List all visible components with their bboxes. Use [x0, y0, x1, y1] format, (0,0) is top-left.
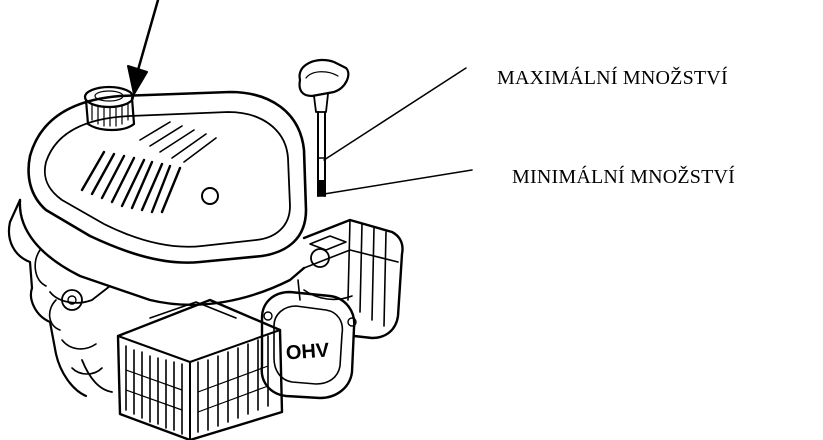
- label-maximum-level: MAXIMÁLNÍ MNOŽSTVÍ: [497, 67, 728, 89]
- dipstick: [298, 58, 350, 197]
- engine-shroud: [18, 90, 308, 306]
- leader-line-min: [323, 169, 473, 195]
- muffler: [116, 298, 284, 440]
- filler-cap-arrow: [127, 0, 160, 95]
- engine-right-body: [297, 218, 404, 340]
- oil-filler-cap: [83, 85, 136, 132]
- label-minimum-level: MINIMÁLNÍ MNOŽSTVÍ: [512, 166, 736, 188]
- leader-line-max: [323, 67, 467, 161]
- engine-left-body: [7, 198, 113, 398]
- ohv-badge: OHV: [285, 339, 330, 364]
- valve-cover: [260, 290, 357, 400]
